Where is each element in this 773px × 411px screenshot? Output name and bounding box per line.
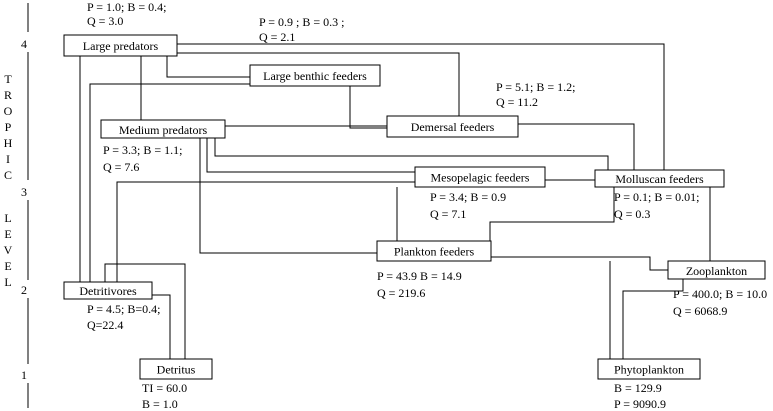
link-large-predators-large-benthic-feeders <box>166 56 250 78</box>
node-label: Large benthic feeders <box>263 69 367 83</box>
link-medium-predators-mesopelagic-feeders <box>206 138 415 173</box>
stats-large-predators-line2: Q = 3.0 <box>87 14 123 28</box>
node-label: Molluscan feeders <box>615 172 704 186</box>
link-zooplankton-phytoplankton <box>622 279 684 359</box>
axis-title-letter: P <box>5 120 12 134</box>
stats-phytoplankton-line2: P = 9090.9 <box>614 397 666 411</box>
stats-large-benthic-feeders-line2: Q = 2.1 <box>259 30 295 44</box>
node-phytoplankton[interactable]: Phytoplankton <box>597 358 701 380</box>
node-label: Detritivores <box>79 284 137 298</box>
axis-title-letter: C <box>4 168 12 182</box>
link-demersal-molluscan-feeders <box>518 123 635 170</box>
node-label: Zooplankton <box>686 264 747 278</box>
stats-large-predators-line1: P = 1.0; B = 0.4; <box>87 0 166 14</box>
node-demersal-feeders[interactable]: Demersal feeders <box>386 115 519 138</box>
stats-medium-predators-line2: Q = 7.6 <box>103 160 139 174</box>
link-plankton-feeders-zooplankton <box>491 256 668 271</box>
node-zooplankton[interactable]: Zooplankton <box>667 260 766 280</box>
stats-demersal-feeders-line2: Q = 11.2 <box>496 95 538 109</box>
stats-demersal-feeders-line1: P = 5.1; B = 1.2; <box>496 80 575 94</box>
node-detritus[interactable]: Detritus <box>139 358 213 380</box>
link-medium-predators-plankton-feeders <box>199 138 377 254</box>
link-large-predators-molluscan-feeders <box>177 43 665 170</box>
axis-title-letter: R <box>4 88 12 102</box>
level-4-tick: 4 <box>21 37 27 51</box>
node-molluscan-feeders[interactable]: Molluscan feeders <box>594 169 725 188</box>
node-label: Phytoplankton <box>614 363 684 377</box>
node-medium-predators[interactable]: Medium predators <box>100 119 226 139</box>
node-plankton-feeders[interactable]: Plankton feeders <box>376 240 492 262</box>
node-large-predators[interactable]: Large predators <box>63 34 178 57</box>
stats-molluscan-feeders-line1: P = 0.1; B = 0.01; <box>614 190 699 204</box>
stats-medium-predators-line1: P = 3.3; B = 1.1; <box>103 143 182 157</box>
axis-title-letter: L <box>4 211 11 225</box>
stats-zooplankton-line2: Q = 6068.9 <box>673 304 727 318</box>
stats-detritus-line1: TI = 60.0 <box>142 381 187 395</box>
stats-zooplankton-line1: P = 400.0; B = 10.0 <box>673 287 767 301</box>
axis-title-letter: E <box>4 259 11 273</box>
level-2-tick: 2 <box>21 283 27 297</box>
level-1-tick: 1 <box>21 368 27 382</box>
stats-mesopelagic-feeders-line1: P = 3.4; B = 0.9 <box>430 190 506 204</box>
trophic-level-axis: 4 3 2 1 T R O P H I C L E V E L <box>4 3 29 408</box>
level-3-tick: 3 <box>21 185 27 199</box>
link-molluscan-plankton-feeders <box>489 187 615 241</box>
stats-detritus-line2: B = 1.0 <box>142 397 178 411</box>
stats-plankton-feeders-line1: P = 43.9 B = 14.9 <box>377 269 462 283</box>
node-label: Demersal feeders <box>411 120 495 134</box>
node-label: Mesopelagic feeders <box>431 171 530 185</box>
link-medium-predators-molluscan-feeders <box>214 138 609 170</box>
stats-phytoplankton-line1: B = 129.9 <box>614 381 662 395</box>
axis-title-letter: E <box>4 227 11 241</box>
node-label: Plankton feeders <box>394 245 475 259</box>
axis-title-letter: T <box>4 72 12 86</box>
axis-title-letter: H <box>4 136 13 150</box>
axis-title-letter: O <box>4 104 13 118</box>
axis-title-letter: L <box>4 275 11 289</box>
node-label: Detritus <box>157 363 196 377</box>
stats-molluscan-feeders-line2: Q = 0.3 <box>614 207 650 221</box>
node-detritivores[interactable]: Detritivores <box>63 281 153 300</box>
link-large-predators-demersal-feeders <box>177 52 460 119</box>
node-label: Large predators <box>83 39 159 53</box>
stats-large-benthic-feeders-line1: P = 0.9 ; B = 0.3 ; <box>259 15 344 29</box>
node-large-benthic-feeders[interactable]: Large benthic feeders <box>249 64 381 87</box>
link-detritivores-mesopelagic-feeders <box>116 181 415 282</box>
axis-title-letter: I <box>6 152 10 166</box>
node-label: Medium predators <box>119 123 208 137</box>
stats-detritivores-line1: P = 4.5; B=0.4; <box>87 302 160 316</box>
stats-detritivores-line2: Q=22.4 <box>87 318 123 332</box>
stats-plankton-feeders-line2: Q = 219.6 <box>377 286 425 300</box>
node-mesopelagic-feeders[interactable]: Mesopelagic feeders <box>414 166 546 188</box>
link-detritivores-large-benthic-feeders <box>89 83 250 282</box>
stats-mesopelagic-feeders-line2: Q = 7.1 <box>430 207 466 221</box>
food-web-links <box>79 43 711 359</box>
axis-title-letter: V <box>4 243 13 257</box>
link-large-benthic-demersal-feeders <box>349 86 387 129</box>
node-statistics: P = 1.0; B = 0.4; Q = 3.0 P = 0.9 ; B = … <box>87 0 767 411</box>
